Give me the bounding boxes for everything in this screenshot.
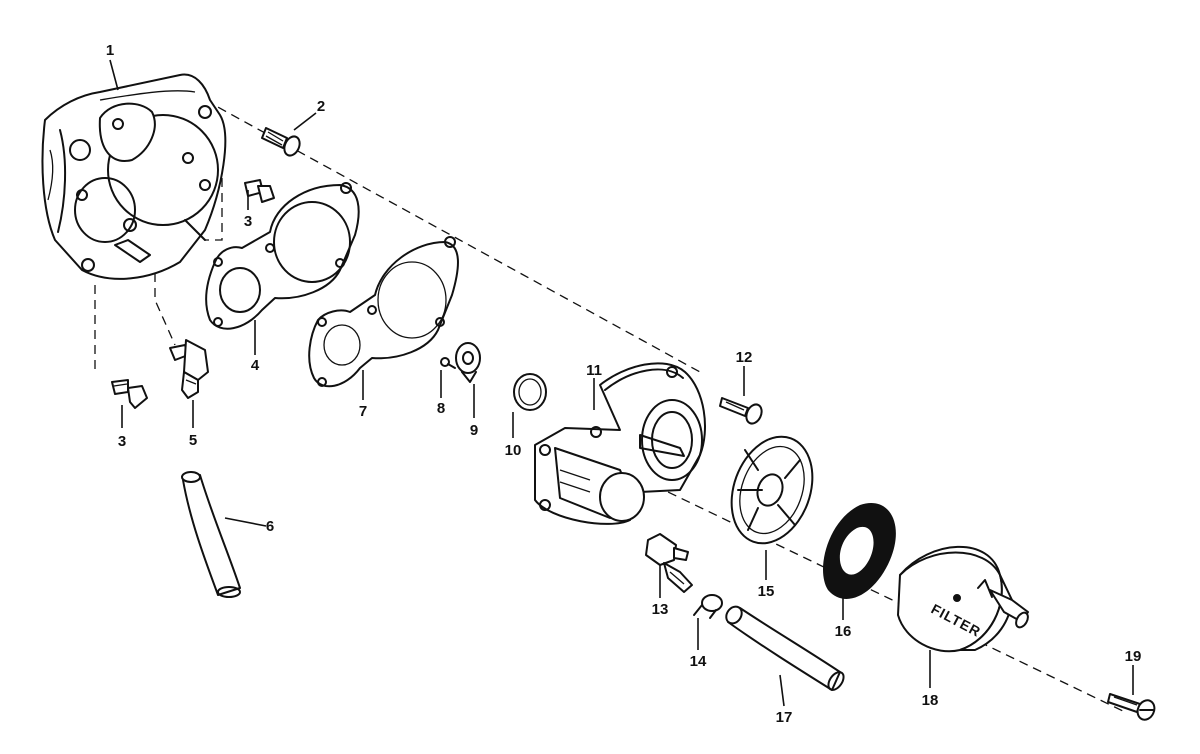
- o-ring-10: [513, 373, 547, 411]
- callout-15: 15: [758, 583, 775, 600]
- gasket-4: [205, 182, 360, 330]
- clip-14: [693, 594, 723, 619]
- screw-3-lower: [111, 379, 148, 409]
- callout-2: 2: [317, 98, 325, 115]
- callout-5: 5: [189, 432, 197, 449]
- callout-4: 4: [251, 357, 260, 374]
- leader-lines: [109, 59, 1134, 707]
- callout-10: 10: [505, 442, 522, 459]
- check-valve-9: [455, 342, 481, 383]
- callout-14: 14: [690, 653, 707, 670]
- inlet-fitting-13: [645, 533, 693, 593]
- pump-housing: [41, 73, 227, 280]
- callout-7: 7: [359, 403, 367, 420]
- callout-18: 18: [922, 692, 939, 709]
- callout-1: 1: [106, 42, 114, 59]
- diaphragm-7: [308, 236, 459, 388]
- callout-3-lower: 3: [118, 433, 126, 450]
- screw-3-upper: [244, 179, 275, 203]
- hose-17: [725, 605, 845, 691]
- callout-8: 8: [437, 400, 445, 417]
- gasket-16: [823, 503, 896, 599]
- callout-13: 13: [652, 601, 669, 618]
- pump-body-11: [534, 362, 706, 525]
- filter-screen-15: [730, 435, 814, 545]
- hose-6: [181, 471, 241, 598]
- screw-19: [1107, 693, 1156, 721]
- callout-9: 9: [470, 422, 478, 439]
- callout-12: 12: [736, 349, 753, 366]
- callout-3-upper: 3: [244, 213, 252, 230]
- screw-8: [440, 357, 456, 369]
- callout-11: 11: [586, 362, 602, 379]
- callout-17: 17: [776, 709, 793, 726]
- callout-6: 6: [266, 518, 274, 535]
- callout-16: 16: [835, 623, 852, 640]
- filter-cover-18: FILTER: [897, 545, 1029, 653]
- callout-19: 19: [1125, 648, 1142, 665]
- elbow-fitting-5: [169, 339, 209, 399]
- callout-labels: 1 2 3 3 4 5 6 7 8 9 10 11 12 13 14 15 16…: [106, 42, 1142, 726]
- screw-2: [261, 127, 301, 157]
- screw-12: [719, 397, 763, 425]
